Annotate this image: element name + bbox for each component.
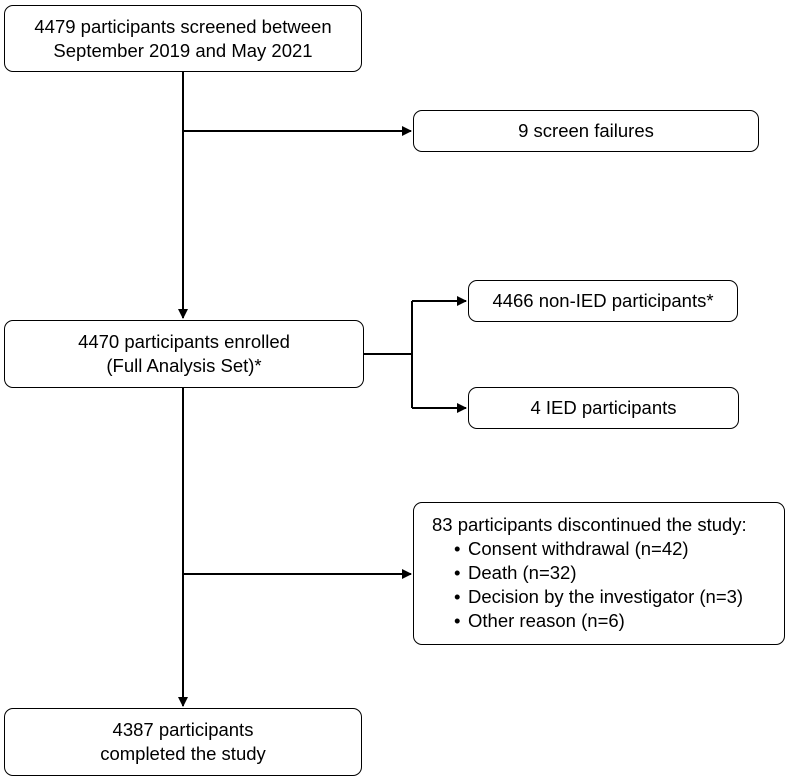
discontinued-reasons: Consent withdrawal (n=42) Death (n=32) D… bbox=[448, 537, 743, 633]
screen-failures-label: 9 screen failures bbox=[518, 120, 654, 141]
enrolled-line1: 4470 participants enrolled bbox=[78, 331, 290, 352]
screened-line1: 4479 participants screened between bbox=[34, 15, 332, 37]
screen-failures-box: 9 screen failures bbox=[413, 110, 759, 152]
non-ied-label: 4466 non-IED participants* bbox=[492, 290, 714, 311]
non-ied-box: 4466 non-IED participants* bbox=[468, 280, 738, 322]
completed-line2: completed the study bbox=[100, 743, 266, 764]
enrolled-line2: (Full Analysis Set)* bbox=[106, 355, 262, 376]
ied-box: 4 IED participants bbox=[468, 387, 739, 429]
completed-line1: 4387 participants bbox=[112, 719, 254, 740]
reason-other: Other reason (n=6) bbox=[448, 609, 743, 633]
screened-box: 4479 participants screened between Septe… bbox=[4, 5, 362, 72]
screened-line2: September 2019 and May 2021 bbox=[53, 39, 313, 61]
reason-death: Death (n=32) bbox=[448, 561, 743, 585]
reason-consent-withdrawal: Consent withdrawal (n=42) bbox=[448, 537, 743, 561]
reason-investigator-decision: Decision by the investigator (n=3) bbox=[448, 585, 743, 609]
ied-label: 4 IED participants bbox=[530, 397, 677, 418]
discontinued-header: 83 participants discontinued the study: bbox=[432, 514, 747, 535]
discontinued-box: 83 participants discontinued the study: … bbox=[413, 502, 785, 645]
enrolled-box: 4470 participants enrolled (Full Analysi… bbox=[4, 320, 364, 388]
completed-box: 4387 participants completed the study bbox=[4, 708, 362, 776]
